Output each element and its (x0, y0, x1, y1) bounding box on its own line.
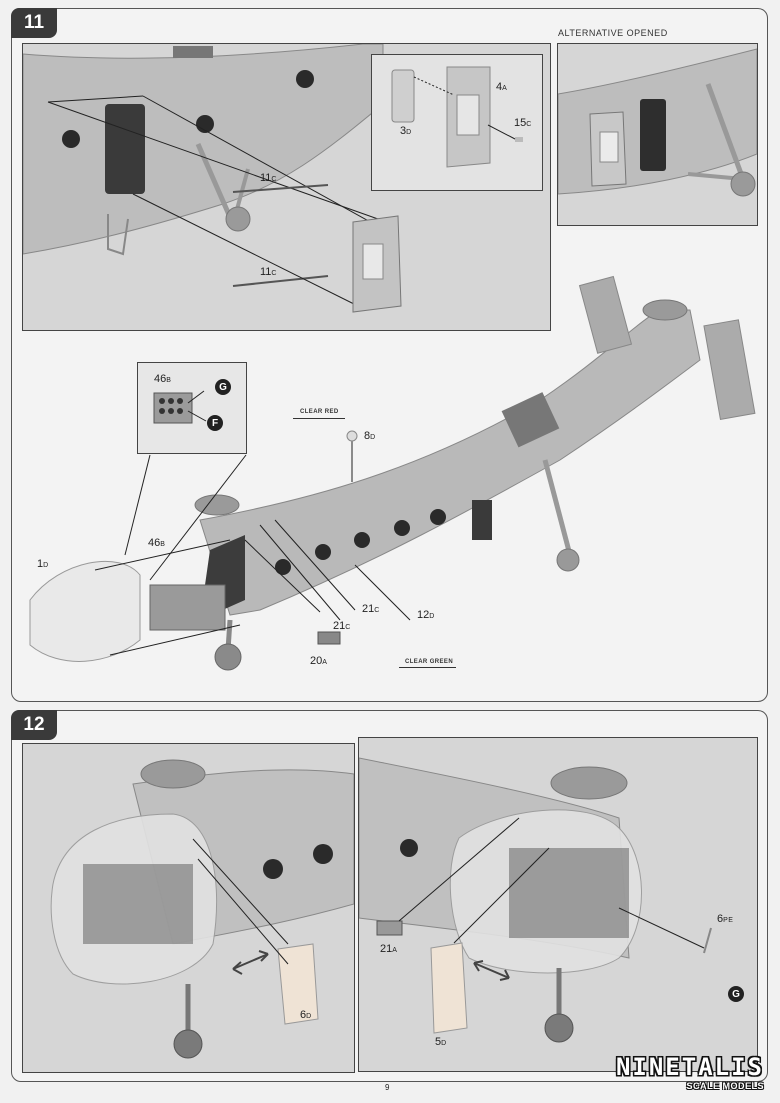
fuselage-door-illustration (23, 44, 402, 313)
clear-green-label: Clear Green (405, 659, 454, 665)
part-8d: 8D (364, 430, 376, 442)
ninetalis-logo: NINETALIS SCALE MODELS (616, 1053, 764, 1091)
part-46b-inset: 46B (154, 373, 172, 385)
step-12-number: 12 (11, 710, 57, 740)
callout-g-step11: G (215, 379, 231, 395)
part-11c-lower: 11C (260, 266, 277, 278)
clear-red-underline (293, 418, 345, 419)
part-5d: 5D (435, 1036, 447, 1048)
right-door-panel: 21A 5D 6PE G (358, 737, 758, 1072)
cockpit-right-illustration (359, 757, 712, 1043)
part-20a: 20A (310, 655, 328, 667)
part-11c-upper: 11C (260, 172, 277, 184)
door-parts-inset: 3D 4A 15C (371, 54, 543, 191)
part-4a: 4A (496, 81, 508, 93)
left-door-panel: 6D (22, 743, 355, 1073)
part-6pe: 6PE (717, 913, 734, 925)
part-21a: 21A (380, 943, 398, 955)
open-door-illustration (558, 48, 757, 197)
callout-g-step12: G (728, 986, 744, 1002)
part-46b: 46B (148, 537, 166, 549)
step-11-number: 11 (11, 8, 57, 38)
part-12d: 12D (417, 609, 435, 621)
part-21c-right: 21C (362, 603, 380, 615)
door-detail-panel: 11C 11C 3D 4A 15C (22, 43, 551, 331)
alternative-opened-panel (557, 43, 758, 226)
instrument-panel-inset: 46B G F (137, 362, 247, 454)
part-21c-left: 21C (333, 620, 351, 632)
clear-green-underline (399, 667, 456, 668)
door-parts-illustration (391, 66, 523, 168)
callout-f-step11: F (207, 415, 223, 431)
part-1d: 1D (37, 558, 49, 570)
part-3d: 3D (400, 125, 412, 137)
instrument-panel-illustration (153, 390, 207, 424)
page-number: 9 (385, 1083, 390, 1092)
clear-red-label: Clear Red (300, 409, 339, 415)
logo-wordmark: NINETALIS (615, 1053, 764, 1081)
logo-tagline: SCALE MODELS (686, 1081, 764, 1091)
cockpit-left-illustration (50, 759, 354, 1059)
part-15c: 15C (514, 117, 532, 129)
alternative-opened-label: Alternative Opened (558, 28, 668, 38)
part-6d: 6D (300, 1009, 312, 1021)
